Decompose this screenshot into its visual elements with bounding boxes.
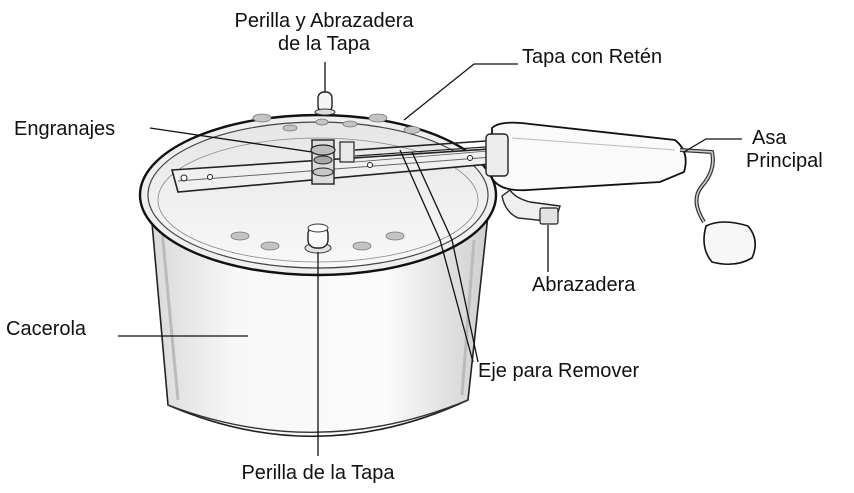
label-lid-knob: Perilla de la Tapa: [241, 462, 395, 484]
label-main-handle: Asa Principal: [746, 127, 823, 173]
label-stirring-shaft: Eje para Remover: [478, 360, 640, 382]
label-gears: Engranajes: [14, 118, 116, 140]
leader-lid-with-latch: [403, 63, 518, 121]
crank-rod: [354, 139, 501, 163]
label-main-handle-line1: Asa: [752, 127, 787, 149]
lid-vent-holes: [230, 113, 421, 251]
leader-stir-shaft-2: [411, 151, 479, 363]
label-lid-with-latch: Tapa con Retén: [522, 46, 663, 68]
lid-top-knob: [314, 91, 336, 116]
lid-center-knob: [304, 223, 332, 254]
label-lid-knob-clamp-line1: Perilla y Abrazadera: [234, 10, 414, 32]
label-lid-knob-clamp: Perilla y Abrazadera de la Tapa: [214, 10, 434, 56]
label-clamp: Abrazadera: [532, 274, 636, 296]
main-handle: [485, 121, 687, 192]
label-pot: Cacerola: [6, 318, 87, 340]
gear-assembly: [310, 139, 355, 185]
crank-arm: [679, 148, 756, 266]
label-main-handle-line2: Principal: [746, 150, 823, 172]
pot-shading-left: [160, 229, 180, 401]
leader-lines: [118, 62, 742, 456]
leader-main-handle: [683, 138, 742, 153]
leader-stir-shaft-1: [399, 149, 474, 363]
label-lid-knob-clamp-line2: de la Tapa: [278, 33, 370, 55]
clamp-part: [501, 188, 561, 225]
leader-gears: [149, 127, 313, 153]
